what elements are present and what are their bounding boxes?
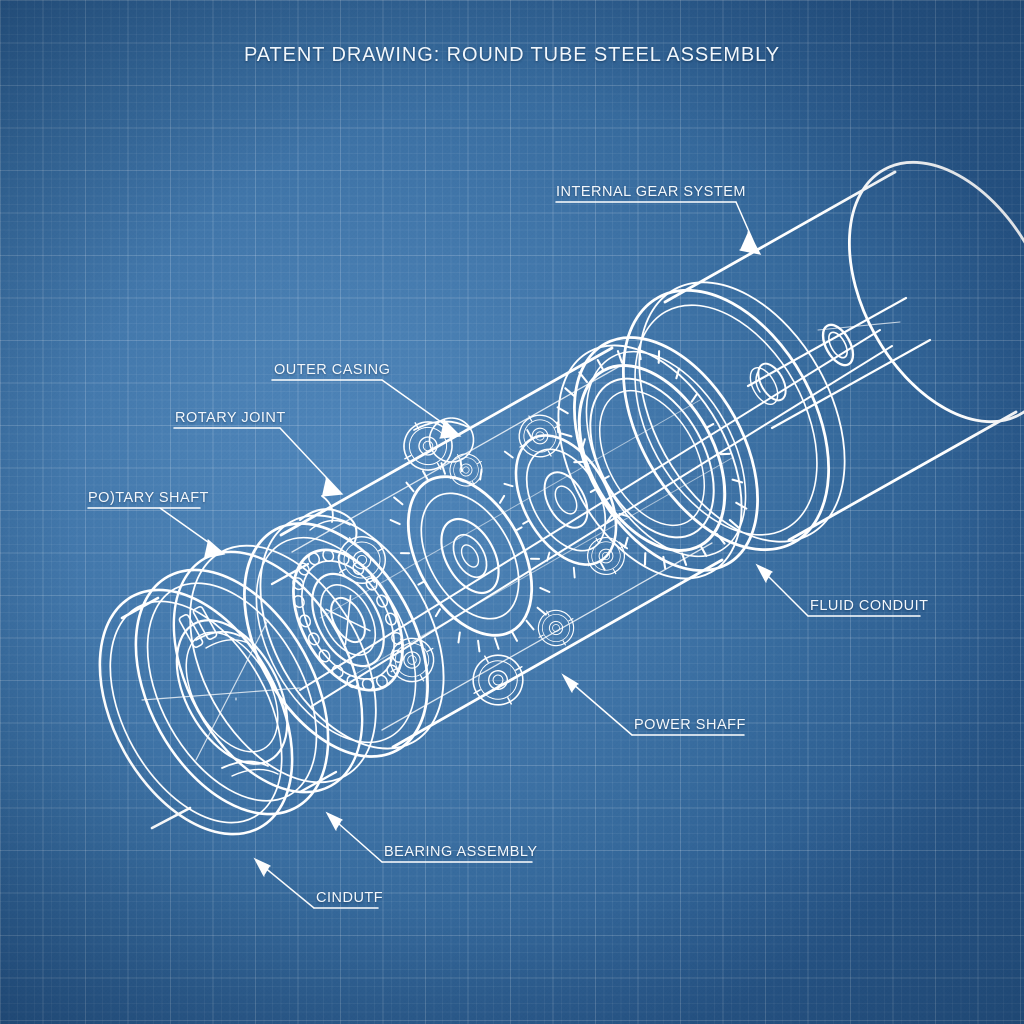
right-cylinder-and-shaft — [621, 160, 1024, 552]
callout-leader-lines — [87, 201, 921, 909]
callout-label-rotary-joint: ROTARY JOINT — [175, 410, 286, 426]
internal-gear-system — [299, 329, 893, 718]
page-title: PATENT DRAWING: ROUND TUBE STEEL ASSEMBL… — [244, 44, 780, 66]
left-end-cap — [98, 544, 377, 836]
callout-label-conduit: CINDUTF — [316, 890, 384, 906]
callout-label-rotary-shaft: PO)TARY SHAFT — [88, 490, 209, 506]
bearing-assembly — [292, 548, 404, 692]
callout-label-power-shaft: POWER SHAFF — [634, 717, 746, 733]
callout-label-internal-gear-system: INTERNAL GEAR SYSTEM — [556, 184, 746, 200]
callout-label-bearing-assembly: BEARING ASSEMBLY — [384, 844, 538, 860]
callout-label-fluid-conduit: FLUID CONDUIT — [810, 598, 929, 614]
callout-label-outer-casing: OUTER CASING — [274, 362, 391, 378]
